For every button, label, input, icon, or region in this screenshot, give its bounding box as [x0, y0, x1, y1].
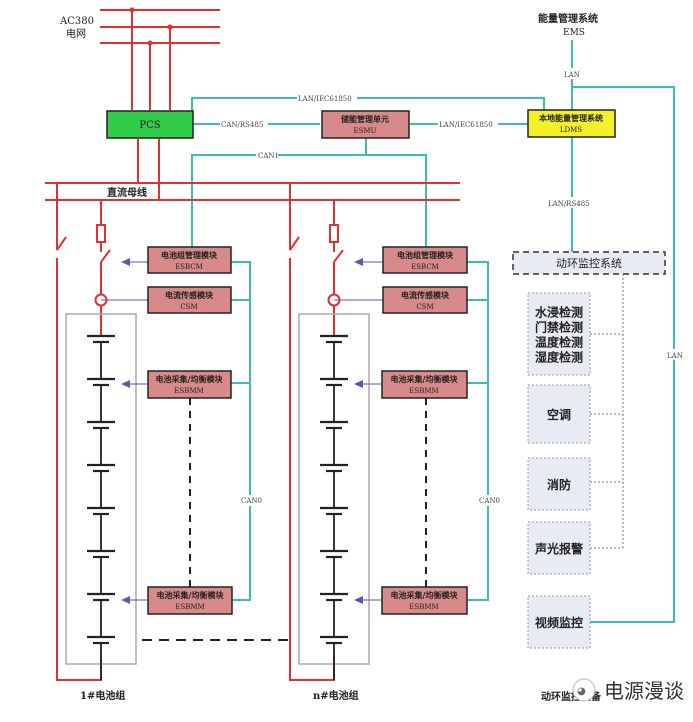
battery-cell-icon [87, 635, 115, 680]
monitor-device-label: 温度检测 [535, 335, 583, 350]
battery-cell-icon [87, 506, 115, 551]
monitor-device-box[interactable]: 空调 [527, 384, 591, 444]
watermark-text: 电源漫谈 [604, 679, 684, 703]
esbcm-label-2: ESBCM [411, 263, 439, 271]
battery-cell-icon [87, 377, 115, 422]
ems-label-2: EMS [563, 28, 585, 38]
label-can0-group1: CAN0 [241, 497, 262, 505]
wechat-icon: ◕ [577, 686, 586, 697]
esbmm-label-1: 电池采集/均衡模块 [157, 590, 225, 600]
esbcm-label-2: ESBCM [175, 263, 203, 271]
battery-cell-icon [320, 377, 348, 422]
ems-label-1: 能量管理系统 [538, 12, 598, 25]
monitor-device-box[interactable]: 视频监控 [527, 595, 591, 649]
esbcm-box-groupn[interactable]: 电池组管理模块 ESBCM [382, 246, 468, 274]
esbmm-bottom-box-group1[interactable]: 电池采集/均衡模块 ESBMM [147, 586, 233, 615]
signal-arrow-icon [121, 380, 130, 388]
signal-arrow-icon [121, 596, 130, 604]
esbmm-label-2: ESBMM [409, 603, 438, 611]
ac-grid [100, 7, 220, 110]
signal-arrow-icon [121, 258, 130, 266]
esbcm-box-group1[interactable]: 电池组管理模块 ESBCM [147, 246, 232, 274]
battery-group-n-label: n#电池组 [313, 689, 359, 702]
grid-label-2: 电网 [66, 27, 86, 40]
link-can0-groupn [467, 261, 489, 601]
watermark: ◕ 电源漫谈 [572, 678, 684, 703]
battery-cell-icon [87, 334, 115, 379]
monitor-device-label: 湿度检测 [535, 350, 583, 365]
monitor-device-box[interactable]: 声光报警 [527, 521, 591, 575]
link-pcs-ldms [191, 97, 545, 112]
grid-label-1: AC380 [59, 16, 94, 27]
csm-label-1: 电流传感模块 [165, 290, 214, 300]
esbmm-label-1: 电池采集/均衡模块 [391, 374, 459, 384]
battery-group-1-label: 1#电池组 [80, 689, 125, 702]
signal-arrow-icon [354, 596, 363, 604]
monitor-device-box[interactable]: 消防 [527, 457, 591, 511]
label-ldms-monitor: LAN/RS485 [548, 200, 590, 208]
monitor-device-label: 空调 [547, 407, 571, 422]
battery-cell-icon [320, 420, 348, 465]
battery-cell-icon [320, 549, 348, 594]
monitor-device-label: 视频监控 [535, 615, 583, 630]
label-right-lan: LAN [667, 352, 683, 360]
link-can0-group1 [231, 261, 251, 601]
monitor-device-label: 声光报警 [534, 541, 583, 556]
csm-label-1: 电流传感模块 [401, 290, 450, 300]
battery-cell-icon [320, 506, 348, 551]
battery-cells [320, 334, 348, 680]
esmu-label-2: ESMU [354, 127, 377, 135]
label-can0-groupn: CAN0 [479, 497, 500, 505]
monitor-device-label: 门禁检测 [535, 320, 583, 335]
esbmm-label-2: ESBMM [175, 603, 204, 611]
esbcm-label-1: 电池组管理模块 [397, 250, 454, 260]
esbmm-bottom-box-groupn[interactable]: 电池采集/均衡模块 ESBMM [381, 586, 468, 615]
signal-arrow-icon [354, 258, 363, 266]
esbmm-top-box-groupn[interactable]: 电池采集/均衡模块 ESBMM [381, 370, 468, 399]
monitor-system-label: 动环监控系统 [556, 256, 622, 270]
pcs-label: PCS [139, 120, 160, 131]
esbmm-label-2: ESBMM [174, 387, 203, 395]
monitor-device-label: 消防 [547, 477, 571, 492]
esbcm-label-1: 电池组管理模块 [161, 250, 218, 260]
esbmm-label-1: 电池采集/均衡模块 [391, 590, 459, 600]
signal-arrow-icon [354, 380, 363, 388]
battery-cell-icon [87, 549, 115, 594]
esmu-box[interactable]: 储能管理单元 ESMU [321, 110, 410, 139]
label-pcs-ldms: LAN/IEC61850 [298, 95, 352, 103]
dc-bus-label: 直流母线 [107, 186, 147, 199]
esbmm-label-1: 电池采集/均衡模块 [156, 374, 224, 384]
csm-box-groupn[interactable]: 电流传感模块 CSM [382, 286, 468, 314]
battery-cell-icon [87, 592, 115, 637]
label-can1: CAN1 [258, 152, 279, 160]
battery-cell-icon [320, 334, 348, 379]
csm-label-2: CSM [180, 303, 197, 311]
ldms-label-1: 本地能量管理系统 [538, 113, 603, 123]
csm-label-2: CSM [416, 303, 433, 311]
ldms-box[interactable]: 本地能量管理系统 LDMS [527, 109, 616, 138]
label-ems-lan: LAN [564, 71, 580, 79]
battery-cell-icon [320, 635, 348, 680]
pcs-box[interactable]: PCS [106, 110, 194, 139]
battery-cell-icon [320, 592, 348, 637]
label-esmu-ldms: LAN/IEC61850 [439, 121, 493, 129]
battery-cell-icon [87, 463, 115, 508]
battery-cells [87, 334, 115, 680]
esbmm-top-box-group1[interactable]: 电池采集/均衡模块 ESBMM [147, 370, 232, 399]
battery-group-n [289, 183, 427, 681]
battery-cell-icon [87, 420, 115, 465]
esbmm-label-2: ESBMM [409, 387, 438, 395]
ldms-label-2: LDMS [560, 126, 582, 134]
esmu-label-1: 储能管理单元 [340, 114, 389, 124]
label-pcs-esmu: CAN/RS485 [221, 121, 263, 129]
battery-cell-icon [320, 463, 348, 508]
battery-group-1 [56, 183, 191, 681]
monitor-system-box[interactable]: 动环监控系统 [512, 251, 666, 275]
monitor-device-label: 水浸检测 [535, 305, 583, 320]
dc-bus [45, 182, 460, 201]
csm-box-group1[interactable]: 电流传感模块 CSM [147, 286, 232, 314]
